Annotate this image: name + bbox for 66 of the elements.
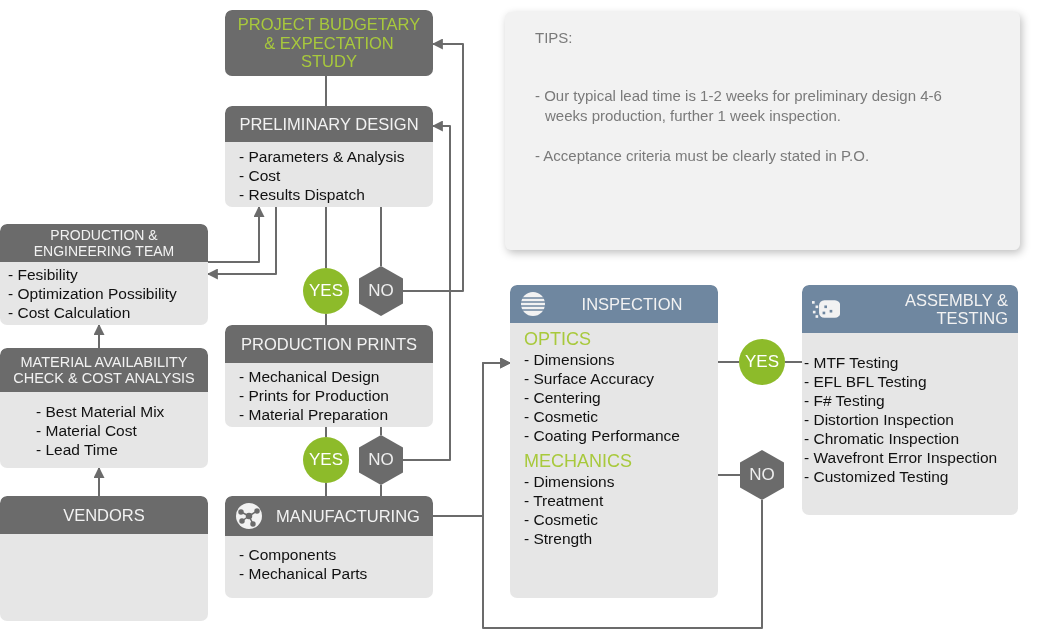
list-item: - Mechanical Parts (239, 564, 369, 583)
card-heading: ASSEMBLY & TESTING (903, 290, 1008, 328)
list-item: - Centering (524, 388, 602, 407)
list-item: - Strength (524, 529, 594, 548)
list-item: - Wavefront Error Inspection (804, 448, 999, 467)
list-item: - Cosmetic (524, 407, 600, 426)
list-item: - Fesibility (8, 265, 79, 284)
list-item: - Optimization Possibility (8, 284, 178, 303)
list-item: - F# Testing (804, 391, 886, 410)
tips-heading: TIPS: (535, 29, 573, 46)
list-item: - Material Cost (36, 421, 138, 440)
no-hexagon: NO (359, 266, 403, 316)
process-card (802, 285, 1018, 515)
process-card (0, 496, 208, 621)
list-item: - Prints for Production (239, 386, 390, 405)
list-item: - EFL BFL Testing (804, 372, 928, 391)
process-card (0, 348, 208, 468)
section-heading: OPTICS (524, 329, 592, 350)
card-heading: PRODUCTION & ENGINEERING TEAM (32, 227, 176, 259)
list-item: - Material Preparation (239, 405, 390, 424)
list-item: - Cosmetic (524, 510, 600, 529)
section-heading: MECHANICS (524, 451, 633, 472)
list-item: - Dimensions (524, 472, 616, 491)
list-item: - Chromatic Inspection (804, 429, 961, 448)
list-item: - Treatment (524, 491, 605, 510)
list-item: - Components (239, 545, 338, 564)
process-card (225, 496, 433, 598)
card-heading: PRELIMINARY DESIGN (239, 114, 419, 134)
tip-text: - Acceptance criteria must be clearly stated in P.O. (535, 147, 870, 164)
card-heading: MANUFACTURING (275, 506, 421, 526)
card-heading: PROJECT BUDGETARY & EXPECTATION STUDY (236, 15, 422, 71)
yes-circle: YES (303, 437, 349, 483)
card-heading: PRODUCTION PRINTS (241, 334, 417, 354)
no-hexagon: NO (359, 435, 403, 485)
process-card (225, 10, 433, 76)
process-card (510, 285, 718, 598)
process-card (0, 224, 208, 325)
list-item: - Lead Time (36, 440, 119, 459)
connector-arrow (482, 357, 763, 629)
connector-arrow (93, 323, 105, 349)
list-item: - MTF Testing (804, 353, 900, 372)
list-item: - Surface Accuracy (524, 369, 656, 388)
process-card (225, 325, 433, 427)
yes-circle: YES (303, 268, 349, 314)
list-item: - Cost Calculation (8, 303, 132, 322)
list-item: - Customized Testing (804, 467, 950, 486)
list-item: - Best Material Mix (36, 402, 166, 421)
card-heading: MATERIAL AVAILABILITY CHECK & COST ANALYSIS (12, 353, 196, 387)
list-item: - Mechanical Design (239, 367, 381, 386)
tip-text: - Our typical lead time is 1-2 weeks for preliminary design 4-6 weeks production, further 1 week inspection. (535, 87, 942, 124)
no-hexagon: NO (740, 450, 784, 500)
list-item: - Results Dispatch (239, 185, 366, 204)
card-heading: INSPECTION (580, 294, 684, 314)
process-card (225, 106, 433, 207)
list-item: - Distortion Inspection (804, 410, 955, 429)
list-item: - Dimensions (524, 350, 616, 369)
card-heading: VENDORS (63, 505, 145, 525)
list-item: - Cost (239, 166, 282, 185)
connector-arrow (402, 38, 464, 292)
connector-arrow (402, 120, 451, 461)
connector-arrow (207, 205, 265, 263)
list-item: - Coating Performance (524, 426, 681, 445)
connector-arrow (206, 206, 277, 280)
yes-circle: YES (739, 339, 785, 385)
connector-arrow (93, 466, 105, 497)
list-item: - Parameters & Analysis (239, 147, 406, 166)
